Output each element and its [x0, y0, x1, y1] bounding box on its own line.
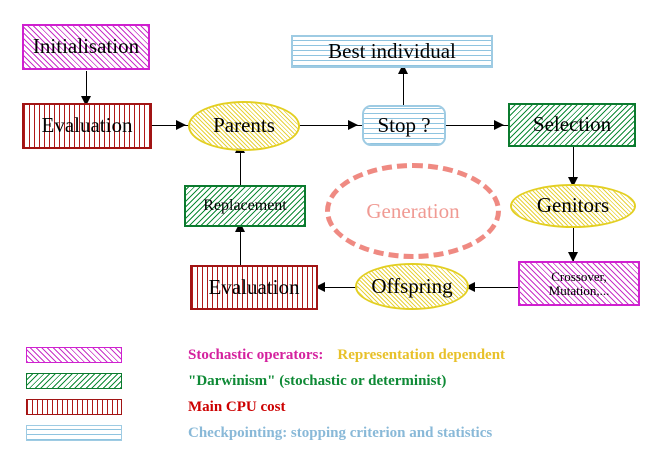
- fill-red-vertical: [24, 105, 150, 147]
- arrowhead-selection-to-genitors: [568, 177, 578, 187]
- node-evaluation-top[interactable]: Evaluation: [22, 103, 152, 149]
- node-selection[interactable]: Selection: [508, 103, 636, 147]
- fill-magenta-diagonal: [24, 26, 148, 68]
- node-stop-condition[interactable]: Stop ?: [362, 105, 446, 146]
- fill-blue-horizontal: [364, 107, 444, 144]
- fill-green-diagonal: [186, 187, 304, 225]
- node-label: Evaluation: [208, 274, 300, 299]
- node-label: Replacement: [203, 196, 287, 214]
- legend-label-darwinism: "Darwinism" (stochastic or determinist): [158, 356, 446, 407]
- node-label: Selection: [532, 112, 612, 137]
- node-label: Stop ?: [377, 112, 431, 137]
- connector-offspring-to-eval: [318, 287, 362, 288]
- arrowhead-offspring-to-eval: [315, 282, 325, 292]
- node-label: Genitors: [536, 193, 610, 218]
- legend-text-primary: Main CPU cost: [188, 398, 286, 415]
- arrowhead-stop-to-selection: [494, 120, 504, 130]
- legend-label-stochastic: Stochastic operators: Representation depe…: [158, 330, 505, 381]
- node-genitors[interactable]: Genitors: [510, 184, 636, 228]
- legend-row: Stochastic operators: Representation depe…: [26, 344, 505, 366]
- fill-blue-horizontal: [27, 426, 121, 440]
- fill-green-diagonal: [27, 374, 121, 388]
- legend-swatch-green-diagonal: [26, 373, 122, 389]
- legend-row: Main CPU cost: [26, 396, 286, 418]
- connector-genitors-to-operators: [573, 226, 574, 262]
- connector-replacement-to-parents: [240, 150, 241, 186]
- node-label: Best individual: [328, 38, 456, 63]
- fill-blue-horizontal: [293, 37, 491, 66]
- arrowhead-genitors-to-operators: [568, 252, 578, 262]
- fill-red-vertical: [27, 400, 121, 414]
- node-label: Crossover, Mutation,...: [548, 269, 610, 298]
- arrowhead-eval-to-parents: [176, 120, 186, 130]
- arrowhead-init-to-eval: [81, 96, 91, 106]
- node-variation-operators[interactable]: Crossover, Mutation,...: [518, 261, 640, 306]
- node-evaluation-bottom[interactable]: Evaluation: [190, 265, 318, 310]
- node-label: Evaluation: [41, 113, 133, 138]
- fill-yellow-diagonal: [190, 103, 298, 149]
- fill-red-vertical: [192, 267, 316, 308]
- node-label: Generation: [366, 198, 460, 223]
- fill-yellow-diagonal: [512, 186, 634, 226]
- connector-init-to-eval: [86, 71, 87, 104]
- connector-parents-to-stop: [298, 125, 362, 126]
- connector-stop-to-best: [403, 68, 404, 108]
- node-label: Offspring: [371, 273, 453, 298]
- arrowhead-stop-to-best: [398, 64, 408, 74]
- legend-text-primary: "Darwinism" (stochastic or determinist): [188, 372, 447, 389]
- fill-magenta-diagonal: [27, 348, 121, 362]
- legend-text-secondary: Representation dependent: [337, 346, 506, 363]
- connector-eval-to-replacement: [240, 228, 241, 268]
- node-generation-cycle: Generation: [325, 163, 501, 259]
- node-label: Parents: [213, 113, 275, 138]
- arrowhead-operators-to-offspring: [465, 282, 475, 292]
- connector-operators-to-offspring: [468, 287, 520, 288]
- legend-text-primary: Checkpointing: stopping criterion and st…: [188, 424, 493, 441]
- connector-selection-to-genitors: [573, 146, 574, 186]
- legend-row: "Darwinism" (stochastic or determinist): [26, 370, 446, 392]
- node-offspring[interactable]: Offspring: [355, 263, 469, 310]
- arrowhead-eval-to-replacement: [235, 222, 245, 232]
- node-best-individual[interactable]: Best individual: [291, 35, 493, 68]
- node-replacement[interactable]: Replacement: [184, 185, 306, 227]
- legend-text-primary: Stochastic operators:: [188, 346, 324, 363]
- fill-green-diagonal: [510, 105, 634, 145]
- legend-swatch-blue-horizontal: [26, 425, 122, 441]
- connector-stop-to-selection: [446, 125, 510, 126]
- arrowhead-parents-to-stop: [348, 120, 358, 130]
- node-initialisation[interactable]: Initialisation: [22, 24, 150, 70]
- fill-magenta-diagonal: [520, 263, 638, 304]
- legend-swatch-magenta-diagonal: [26, 347, 122, 363]
- node-label: Initialisation: [32, 34, 140, 59]
- legend-swatch-red-vertical: [26, 399, 122, 415]
- node-parents[interactable]: Parents: [188, 101, 300, 151]
- legend-label-checkpointing: Checkpointing: stopping criterion and st…: [158, 408, 492, 459]
- legend-row: Checkpointing: stopping criterion and st…: [26, 422, 492, 444]
- connector-eval-to-parents: [152, 125, 198, 126]
- fill-yellow-diagonal: [357, 265, 467, 308]
- legend-label-cpu-cost: Main CPU cost: [158, 382, 286, 433]
